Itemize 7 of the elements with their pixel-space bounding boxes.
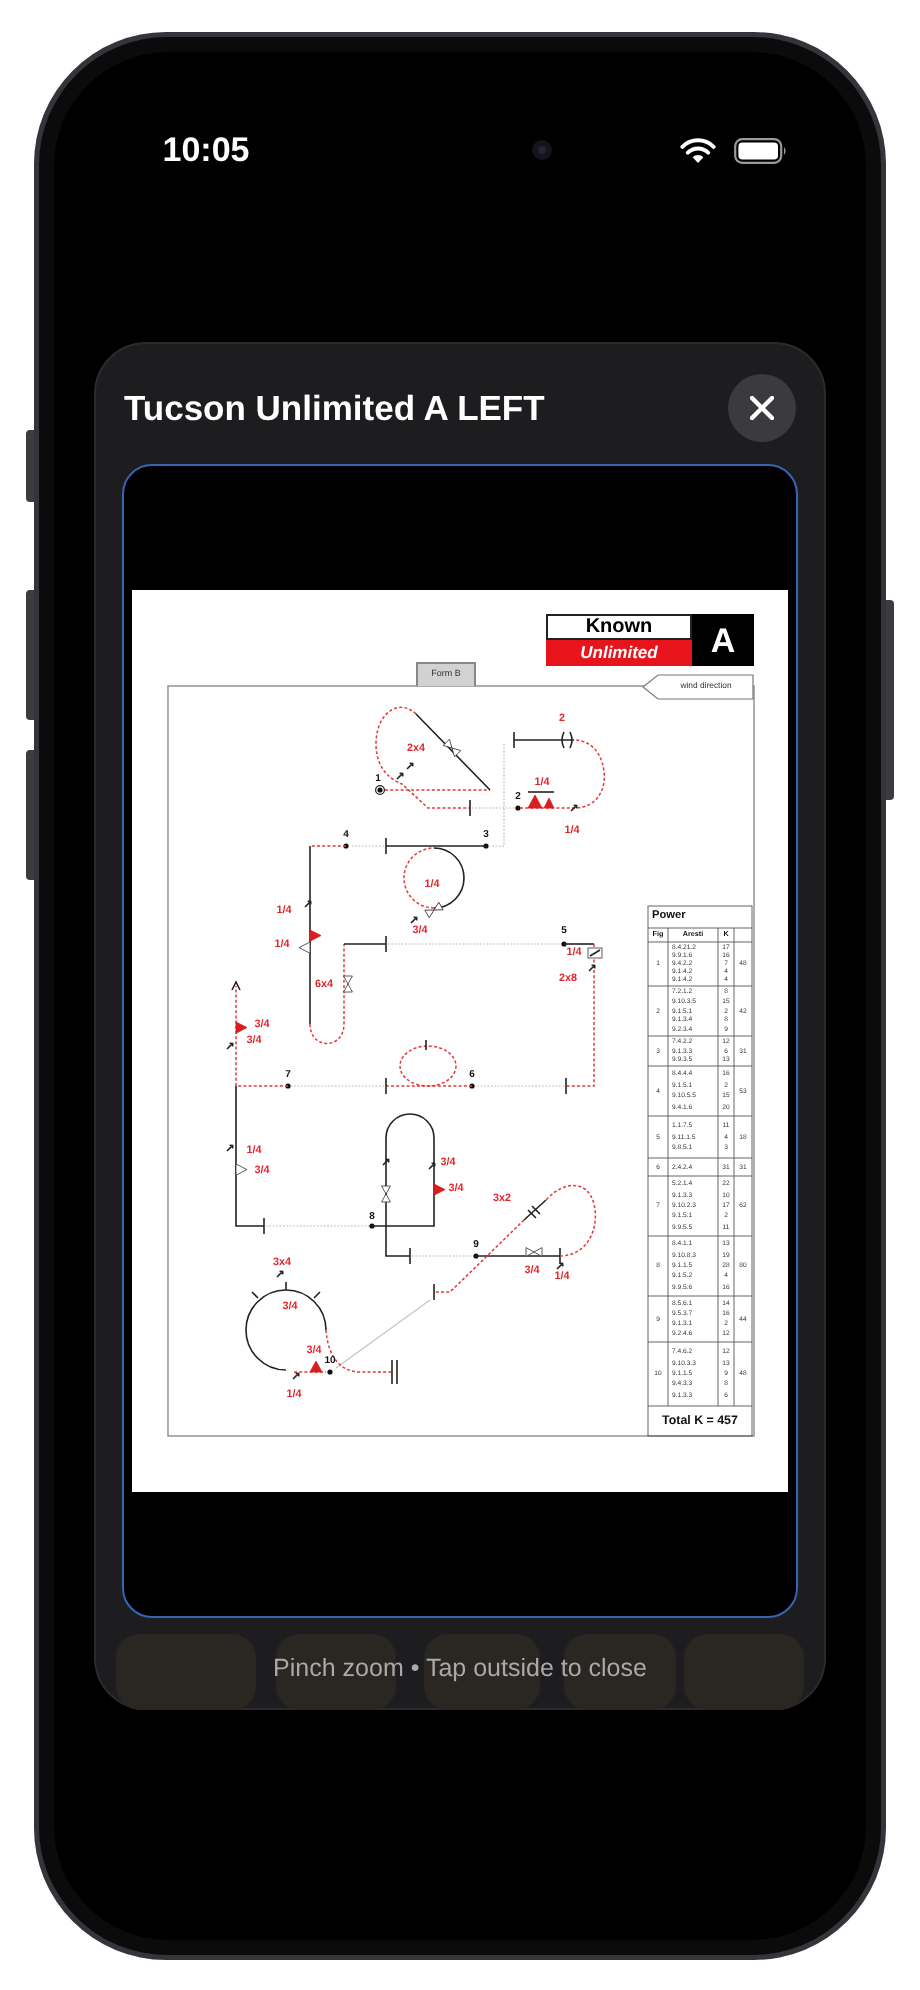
hint-caption: Pinch zoom • Tap outside to close	[273, 1655, 647, 1681]
modal-title: Tucson Unlimited A LEFT	[124, 386, 545, 430]
sequence-letter-box: A	[692, 614, 754, 666]
program-title-box: Known	[546, 614, 692, 640]
status-time: 10:05	[162, 133, 250, 167]
category-banner: Unlimited	[546, 640, 692, 666]
wind-direction-sign	[642, 674, 754, 700]
